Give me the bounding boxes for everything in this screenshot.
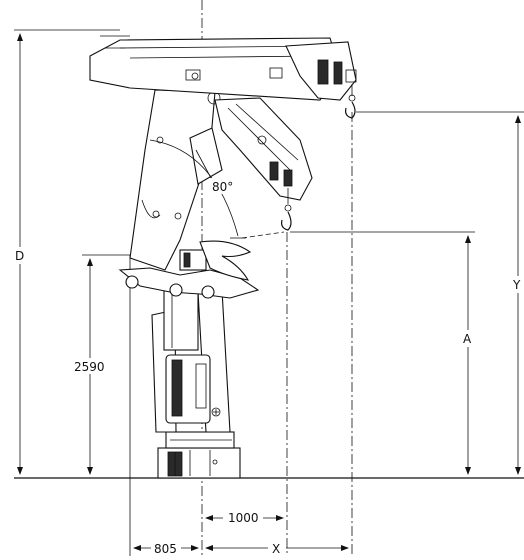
slew-head (118, 240, 260, 299)
dimension-d-label: D (15, 249, 24, 263)
angle-label: 80° (212, 180, 233, 194)
dimension-a-label: A (463, 332, 472, 346)
dimension-2590-label: 2590 (74, 360, 105, 374)
crane-column (151, 287, 231, 433)
dimension-x-label: X (272, 542, 280, 556)
outer-boom-horizontal (89, 35, 357, 119)
dimension-1000-label: 1000 (228, 511, 259, 525)
outer-boom-angled (214, 97, 313, 231)
inner-boom (129, 89, 223, 271)
crane-base (157, 431, 241, 479)
dimension-y-label: Y (512, 278, 521, 292)
dimension-805-label: 805 (154, 542, 177, 556)
angle-arc (149, 139, 239, 237)
